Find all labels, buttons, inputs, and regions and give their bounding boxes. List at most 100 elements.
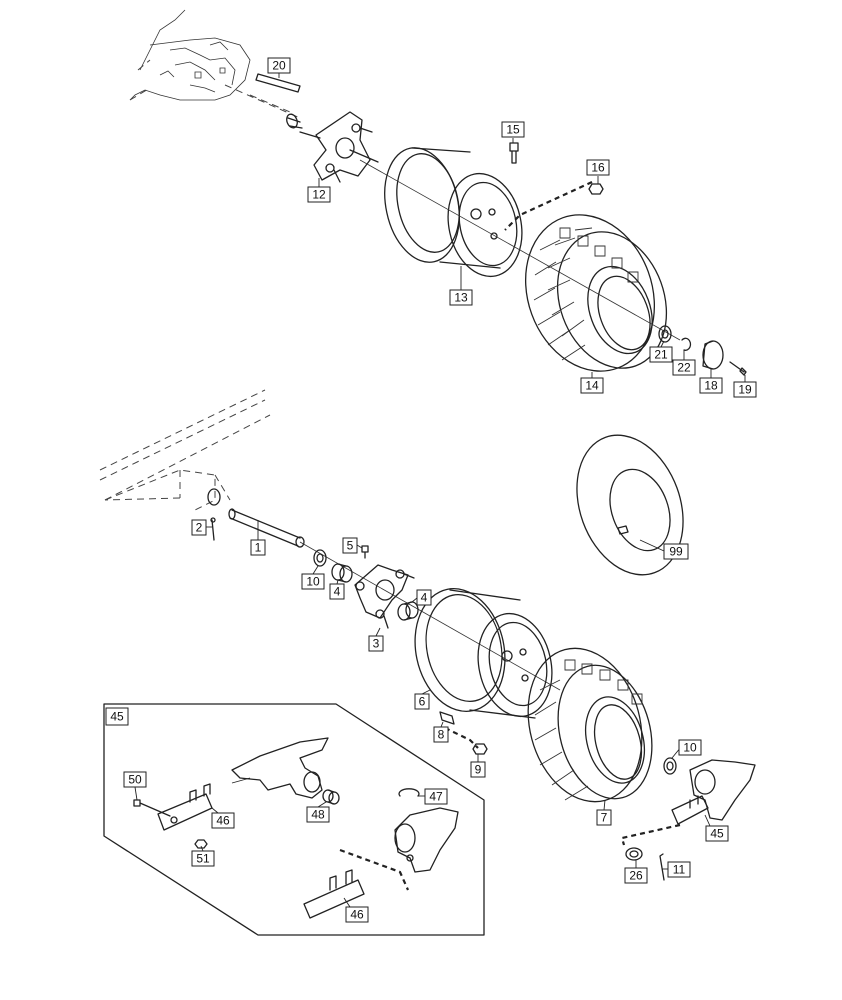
callout-46-lower: 46 bbox=[345, 906, 369, 923]
svg-text:9: 9 bbox=[475, 763, 482, 777]
wheel-hub-icon bbox=[299, 111, 379, 183]
callout-50: 50 bbox=[123, 771, 147, 788]
callout-20: 20 bbox=[267, 57, 291, 74]
callout-45-main: 45 bbox=[705, 825, 729, 842]
svg-text:45: 45 bbox=[110, 710, 124, 724]
callout-18: 18 bbox=[699, 377, 723, 394]
tractor-frame-icon bbox=[129, 9, 301, 119]
cap-18 bbox=[702, 340, 724, 370]
svg-text:1: 1 bbox=[255, 541, 262, 555]
callout-46-upper: 46 bbox=[211, 812, 235, 829]
callout-47: 47 bbox=[424, 788, 448, 805]
inset-plate-46a bbox=[157, 783, 213, 831]
svg-text:4: 4 bbox=[334, 585, 341, 599]
svg-text:14: 14 bbox=[585, 379, 599, 393]
inset-plate-46b bbox=[303, 848, 410, 919]
callout-7: 7 bbox=[596, 809, 612, 826]
svg-text:19: 19 bbox=[738, 383, 752, 397]
svg-text:26: 26 bbox=[629, 869, 643, 883]
callout-45-inset: 45 bbox=[105, 707, 129, 726]
washer-10a bbox=[313, 549, 327, 567]
svg-text:47: 47 bbox=[429, 790, 443, 804]
washer-21 bbox=[658, 325, 672, 343]
callout-4-right: 4 bbox=[416, 589, 432, 606]
shaft-upper bbox=[249, 94, 303, 129]
svg-text:46: 46 bbox=[350, 908, 364, 922]
valve-8 bbox=[439, 711, 479, 749]
callout-14: 14 bbox=[580, 377, 604, 394]
callout-3: 3 bbox=[368, 635, 384, 652]
svg-text:11: 11 bbox=[673, 863, 686, 877]
callout-51: 51 bbox=[191, 850, 215, 867]
callout-1: 1 bbox=[250, 539, 266, 556]
key-part-20 bbox=[255, 73, 301, 93]
svg-text:51: 51 bbox=[196, 852, 210, 866]
callout-10-upper: 10 bbox=[301, 573, 325, 590]
svg-text:13: 13 bbox=[454, 291, 468, 305]
wheel-hub-lower bbox=[354, 564, 415, 629]
svg-text:15: 15 bbox=[506, 123, 520, 137]
bushing-4b bbox=[397, 601, 419, 621]
washer-26 bbox=[625, 847, 643, 861]
svg-text:21: 21 bbox=[654, 348, 668, 362]
svg-text:7: 7 bbox=[601, 811, 608, 825]
callout-4-left: 4 bbox=[329, 583, 345, 600]
bracket-icon bbox=[620, 759, 756, 846]
svg-text:48: 48 bbox=[311, 808, 325, 822]
grease-5 bbox=[361, 545, 369, 559]
svg-text:4: 4 bbox=[421, 591, 428, 605]
svg-text:22: 22 bbox=[677, 361, 691, 375]
svg-text:10: 10 bbox=[306, 575, 320, 589]
valve-15 bbox=[509, 142, 519, 164]
tractor-frame-lower bbox=[99, 389, 271, 511]
svg-text:99: 99 bbox=[669, 545, 683, 559]
callout-8: 8 bbox=[433, 726, 449, 743]
svg-text:18: 18 bbox=[704, 379, 718, 393]
axle-line-upper bbox=[359, 159, 681, 341]
callout-2: 2 bbox=[191, 519, 207, 536]
svg-text:10: 10 bbox=[683, 741, 697, 755]
svg-text:45: 45 bbox=[710, 827, 724, 841]
callout-99: 99 bbox=[663, 543, 689, 560]
svg-text:6: 6 bbox=[419, 695, 426, 709]
bushing-4a bbox=[331, 563, 353, 583]
pin-11 bbox=[659, 853, 665, 881]
callout-19: 19 bbox=[733, 381, 757, 398]
svg-text:5: 5 bbox=[347, 539, 354, 553]
callout-6: 6 bbox=[414, 693, 430, 710]
svg-text:2: 2 bbox=[196, 521, 203, 535]
wheel-rim-icon bbox=[384, 147, 523, 278]
wheel-rim-lower bbox=[414, 588, 553, 719]
axle-icon bbox=[207, 488, 561, 691]
svg-text:12: 12 bbox=[312, 188, 326, 202]
inset-bushing-48 bbox=[322, 789, 340, 805]
callout-13: 13 bbox=[449, 289, 473, 306]
svg-text:46: 46 bbox=[216, 814, 230, 828]
callout-9: 9 bbox=[470, 761, 486, 778]
svg-text:16: 16 bbox=[591, 161, 605, 175]
inner-tube-icon bbox=[576, 434, 684, 576]
inset-bracket-upper bbox=[231, 737, 329, 799]
nut-9 bbox=[472, 743, 488, 755]
leader-lines bbox=[134, 72, 746, 908]
inset-nut-51 bbox=[194, 839, 208, 849]
tire-icon bbox=[524, 214, 668, 372]
inset-bracket-lower bbox=[394, 807, 459, 873]
callout-15: 15 bbox=[501, 121, 525, 138]
callout-26: 26 bbox=[624, 867, 648, 884]
washer-10b bbox=[663, 757, 677, 775]
callout-5: 5 bbox=[342, 537, 358, 554]
tire-lower bbox=[527, 647, 653, 803]
clip-22 bbox=[681, 337, 692, 351]
callout-12: 12 bbox=[307, 186, 331, 203]
svg-text:20: 20 bbox=[272, 59, 286, 73]
callout-16: 16 bbox=[586, 159, 610, 176]
bolt-19 bbox=[729, 361, 747, 376]
inset-bolt-50 bbox=[133, 799, 171, 817]
inset-clip-47 bbox=[398, 788, 420, 797]
callout-10-lower: 10 bbox=[678, 739, 702, 756]
detail-inset-frame bbox=[103, 703, 485, 936]
svg-text:8: 8 bbox=[438, 728, 445, 742]
svg-text:3: 3 bbox=[373, 637, 380, 651]
